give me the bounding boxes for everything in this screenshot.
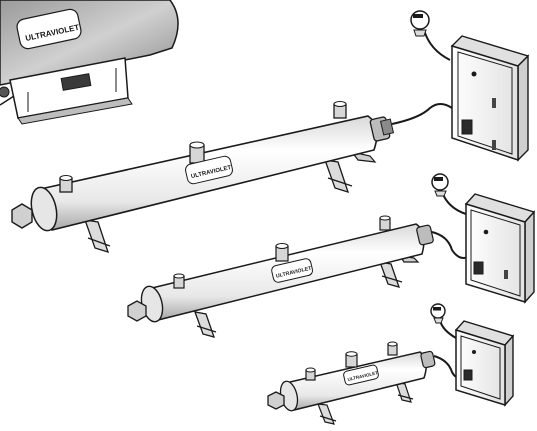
small-box-indicator-light (472, 350, 476, 354)
large-unit: ULTRAVIOLET (11, 101, 453, 253)
medium-unit: ULTRAVIOLET (127, 215, 471, 338)
small-unit-plug (430, 303, 457, 339)
large-unit-leg (324, 159, 350, 193)
small-unit-end-nut (267, 391, 285, 410)
large-unit-leg (84, 219, 110, 253)
small-control-box (454, 320, 515, 407)
top-unit-switch-panel (60, 73, 92, 91)
medium-unit-cable (431, 231, 471, 259)
medium-unit-leg (194, 311, 216, 338)
large-control-box (450, 35, 530, 162)
medium-control-box (464, 193, 536, 304)
medium-unit-leg (379, 261, 401, 288)
small-unit-logo: ULTRAVIOLET (347, 370, 378, 382)
small-unit-leg (317, 403, 335, 425)
large-unit-cable (391, 103, 453, 125)
medium-box-switch (473, 261, 484, 275)
large-box-indicator-light (471, 71, 477, 77)
small-unit: ULTRAVIOLET (267, 341, 463, 425)
small-box-switch (463, 369, 473, 381)
large-unit-plug (410, 10, 451, 61)
medium-unit-end-nut (127, 300, 147, 322)
large-box-switch (461, 119, 473, 135)
medium-unit-plug (431, 173, 467, 215)
medium-box-indicator-light (483, 229, 489, 235)
large-unit-end-nut (11, 203, 33, 229)
top-cropped-unit: ULTRAVIOLET (0, 0, 179, 125)
